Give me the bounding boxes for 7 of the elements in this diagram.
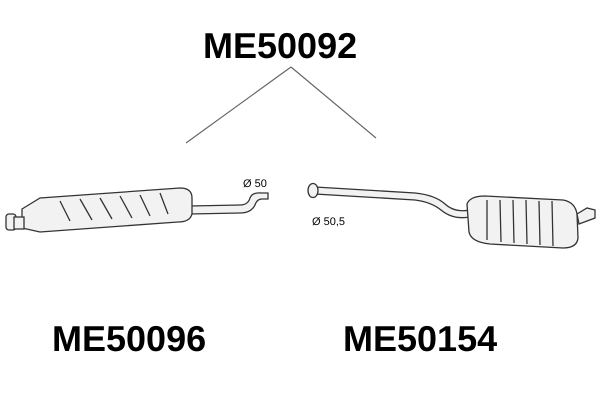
diameter-label: Ø 50,5 — [312, 216, 346, 229]
part-number: ME50096 — [52, 318, 206, 359]
part-number: ME50154 — [343, 318, 498, 359]
diameter-label: Ø 50 — [243, 178, 267, 191]
connector-line — [186, 66, 292, 144]
part-number: ME50092 — [203, 25, 358, 66]
connector-line — [290, 66, 376, 138]
